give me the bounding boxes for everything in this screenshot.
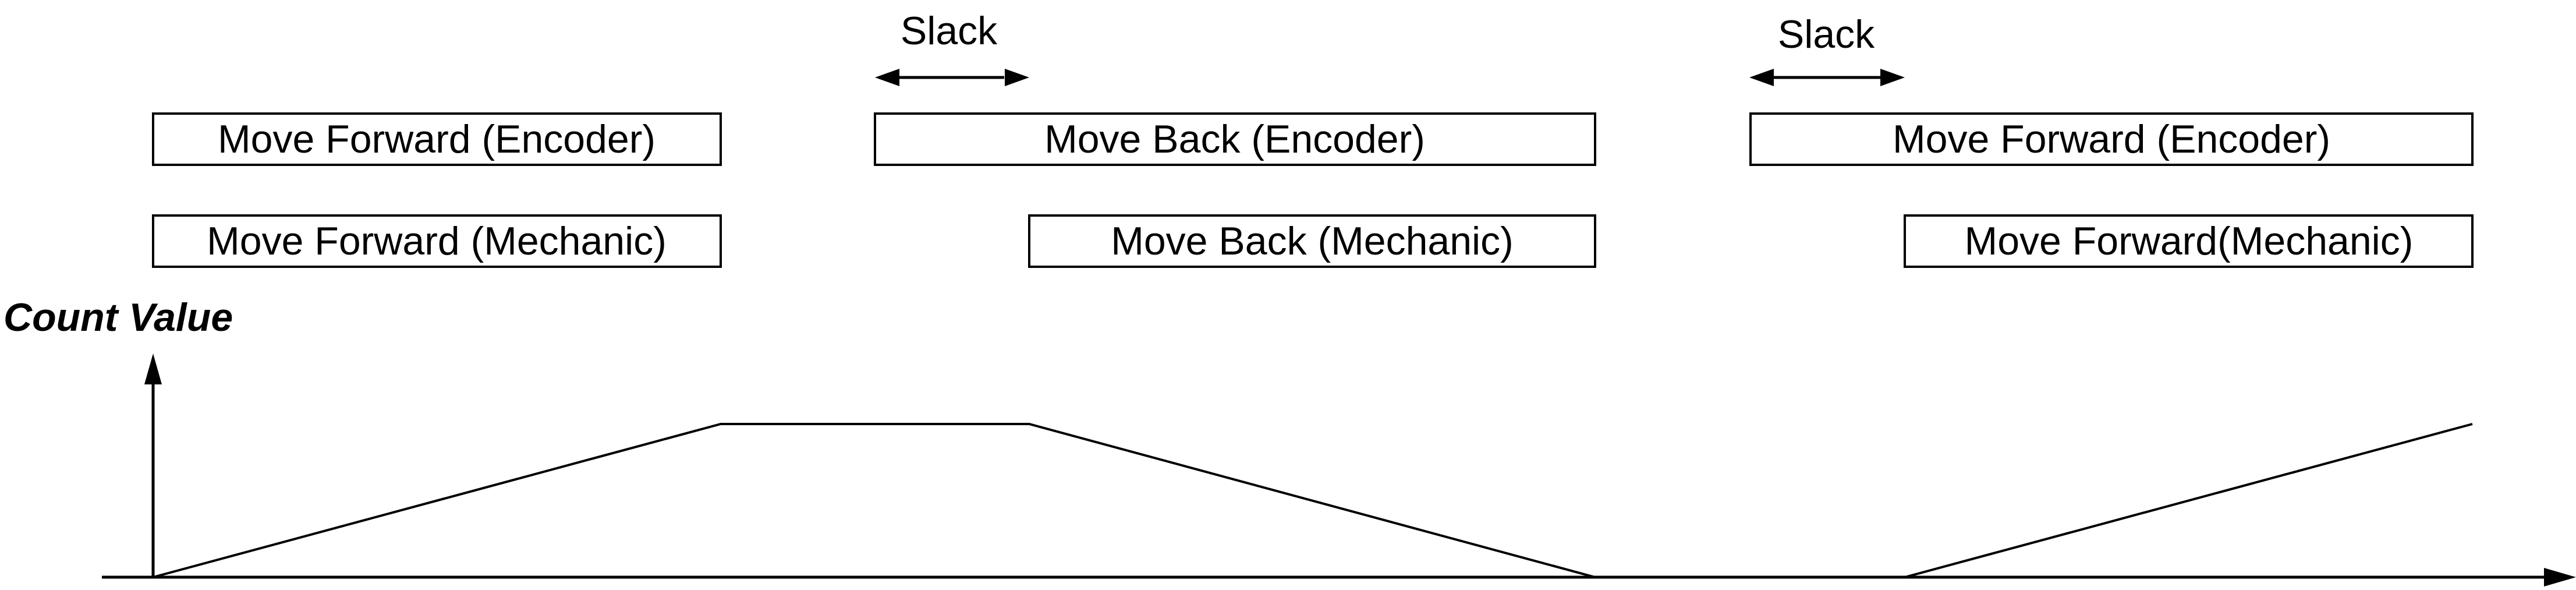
y-axis-title: Count Value — [3, 295, 233, 340]
encoder-box-2-label: Move Back (Encoder) — [1044, 117, 1425, 161]
mechanic-box-3: Move Forward(Mechanic) — [1904, 214, 2474, 268]
encoder-box-3: Move Forward (Encoder) — [1749, 112, 2474, 166]
slack-arrow-1 — [875, 69, 1029, 86]
encoder-box-1-label: Move Forward (Encoder) — [218, 117, 655, 161]
mechanic-box-3-label: Move Forward(Mechanic) — [1965, 219, 2414, 263]
mechanic-box-1: Move Forward (Mechanic) — [152, 214, 722, 268]
slack-label-1: Slack — [901, 9, 998, 53]
mechanic-box-2: Move Back (Mechanic) — [1028, 214, 1596, 268]
encoder-box-2: Move Back (Encoder) — [874, 112, 1596, 166]
count-value-profile — [153, 423, 2473, 578]
slack-label-2: Slack — [1778, 12, 1875, 56]
y-axis — [144, 354, 162, 577]
slack-arrow-2 — [1749, 69, 1905, 86]
mechanic-box-2-label: Move Back (Mechanic) — [1111, 219, 1514, 263]
encoder-box-3-label: Move Forward (Encoder) — [1893, 117, 2330, 161]
encoder-box-1: Move Forward (Encoder) — [152, 112, 722, 166]
mechanic-box-1-label: Move Forward (Mechanic) — [207, 219, 667, 263]
x-axis — [102, 568, 2576, 587]
